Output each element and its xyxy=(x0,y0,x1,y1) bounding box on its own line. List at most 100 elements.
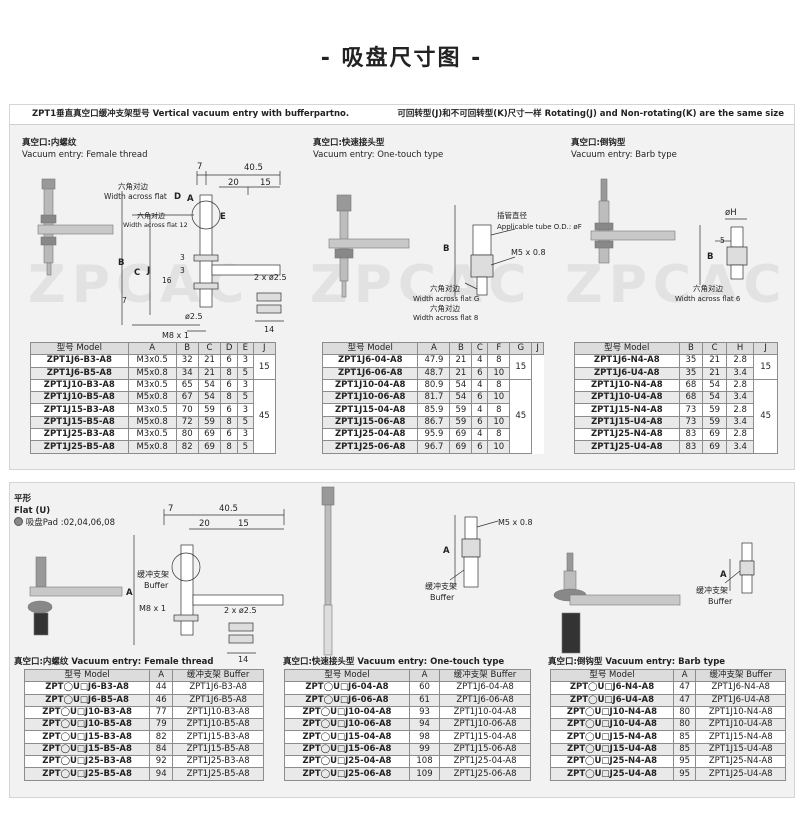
cell-buffer: ZPT1J6-N4-A8 xyxy=(695,681,786,695)
cell-model: ZPT◯U□J15-04-A8 xyxy=(284,730,410,744)
dim-15: 15 xyxy=(260,178,271,188)
th-model: 型号 Model xyxy=(550,668,674,683)
cell-value: 2.8 xyxy=(725,354,755,368)
cell-value: 6 xyxy=(220,354,239,368)
cell-value: M3x0.5 xyxy=(127,354,177,368)
cell-value: 10 xyxy=(487,391,511,405)
cell-value: 69 xyxy=(702,440,727,454)
cell-value: 54 xyxy=(702,378,727,393)
cell-model: ZPT1J15-04-A8 xyxy=(321,403,419,417)
cell-model: ZPT1J6-B3-A8 xyxy=(30,354,129,368)
cell-model: ZPT1J15-N4-A8 xyxy=(574,403,680,417)
buffer-cn: 缓冲支架 xyxy=(696,585,728,595)
cell-model: ZPT◯U□J6-B3-A8 xyxy=(23,681,151,695)
label-B: B xyxy=(118,258,124,268)
flat-info: 平形 Flat (U) 吸盘Pad :02,04,06,08 xyxy=(14,493,115,529)
dim-15: 15 xyxy=(238,519,249,529)
cell-j: 15 xyxy=(753,354,778,380)
cell-model: ZPT1J6-04-A8 xyxy=(321,354,419,368)
dim-14: 14 xyxy=(238,655,248,664)
cell-value: 59 xyxy=(702,415,727,430)
cell-value: 69 xyxy=(702,428,727,442)
buffer-en: Buffer xyxy=(708,597,733,606)
cell-buffer: ZPT1J10-B5-A8 xyxy=(172,718,264,732)
cell-model: ZPT1J10-U4-A8 xyxy=(574,391,680,405)
cell-a: 46 xyxy=(149,693,174,707)
cell-buffer: ZPT1J15-04-A8 xyxy=(439,730,531,744)
cell-value: 2.8 xyxy=(725,378,755,393)
cell-a: 93 xyxy=(408,705,441,720)
cell-value: 68 xyxy=(678,391,704,405)
cell-model: ZPT◯U□J15-B5-A8 xyxy=(23,742,151,757)
photo-onetouch xyxy=(328,194,410,298)
cell-a: 98 xyxy=(408,730,441,744)
cell-model: ZPT1J15-U4-A8 xyxy=(574,415,680,430)
buffer-cn: 缓冲支架 xyxy=(137,569,169,579)
cell-buffer: ZPT1J15-B3-A8 xyxy=(172,730,264,744)
cell-value: 54 xyxy=(449,391,473,405)
cell-value: 10 xyxy=(487,415,511,430)
cell-value: 96.7 xyxy=(417,440,451,454)
cell-buffer: ZPT1J25-06-A8 xyxy=(439,767,531,781)
thread-m5: M5 x 0.8 xyxy=(498,518,533,527)
cell-buffer: ZPT1J15-B5-A8 xyxy=(172,742,264,757)
cell-value: 8 xyxy=(487,403,511,417)
cell-value: 6 xyxy=(471,440,489,454)
cell-model: ZPT◯U□J15-N4-A8 xyxy=(550,730,674,744)
cell-value: 3.4 xyxy=(725,440,755,454)
cell-value: 21 xyxy=(197,366,222,380)
th-a: A xyxy=(672,668,697,683)
dim-5: 5 xyxy=(720,236,725,245)
hex8-cn: 六角对边 xyxy=(430,303,460,313)
th-j: J xyxy=(252,341,277,356)
cell-value: 59 xyxy=(197,415,222,430)
cell-a: 47 xyxy=(672,681,697,695)
cell-value: 47.9 xyxy=(417,354,451,368)
cell-buffer: ZPT1J25-04-A8 xyxy=(439,755,531,769)
th-j: J xyxy=(531,341,544,356)
cell-model: ZPT1J10-04-A8 xyxy=(321,378,419,393)
photo-flat-onetouch xyxy=(321,486,335,656)
cell-value: 3 xyxy=(237,378,254,393)
cell-value: 59 xyxy=(449,403,473,417)
cell-value: 5 xyxy=(237,391,254,405)
cell-value: M5x0.8 xyxy=(127,366,177,380)
cell-a: 92 xyxy=(149,755,174,769)
cell-model: ZPT1J15-06-A8 xyxy=(321,415,419,430)
label-A2: A xyxy=(443,546,450,556)
cell-value: 6 xyxy=(220,378,239,393)
cell-model: ZPT◯U□J15-U4-A8 xyxy=(550,742,674,757)
table-header-row: 型号 Model A 缓冲支架 Buffer xyxy=(550,668,786,683)
cell-value: 6 xyxy=(471,366,489,380)
cell-value: M5x0.8 xyxy=(127,440,177,454)
cell-model: ZPT◯U□J25-N4-A8 xyxy=(550,755,674,769)
cell-value: 10 xyxy=(487,366,511,380)
dim-3a: 3 xyxy=(180,253,185,262)
cell-value: 59 xyxy=(702,403,727,417)
cell-model: ZPT1J10-B3-A8 xyxy=(30,378,129,393)
th-a: A xyxy=(417,341,451,356)
th-b: B xyxy=(449,341,473,356)
th-a: A xyxy=(127,341,177,356)
cell-j: 45 xyxy=(252,378,277,454)
section-barb: 真空口:倒钩型 Vacuum entry: Barb type xyxy=(571,137,677,161)
hex12-cn: 六角对边 xyxy=(137,211,165,220)
cell-model: ZPT◯U□J6-04-A8 xyxy=(284,681,410,695)
th-model: 型号 Model xyxy=(321,341,419,356)
cell-value: 6 xyxy=(471,415,489,430)
